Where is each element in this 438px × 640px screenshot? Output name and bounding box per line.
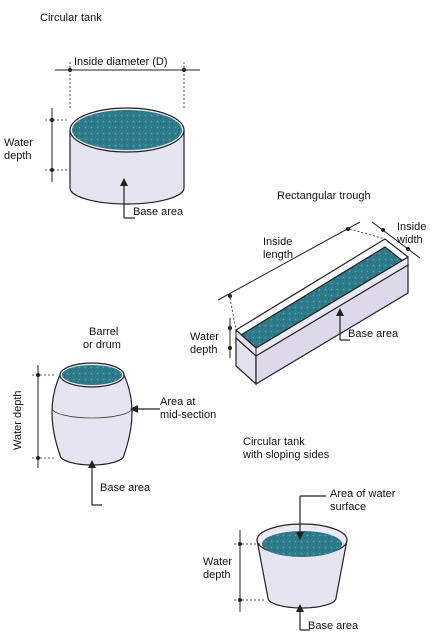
- trough-length-label-2: length: [263, 249, 293, 261]
- sloping-tank-figure: [234, 495, 348, 631]
- barrel-water-surface: [62, 365, 122, 385]
- sloping-tank-title-2: with sloping sides: [243, 449, 330, 461]
- sloping-tank-water-surface: [262, 531, 342, 557]
- barrel-base-label: Base area: [100, 482, 151, 494]
- barrel-depth-label: Water depth: [12, 390, 24, 450]
- circular-tank-figure: [45, 62, 200, 219]
- trough-figure: [217, 221, 421, 386]
- circular-tank-base-label: Base area: [133, 206, 184, 218]
- trough-base-label: Base area: [348, 328, 399, 340]
- trough-title: Rectangular trough: [277, 190, 371, 202]
- surface-label-1: Area of water: [330, 488, 396, 500]
- barrel-title-1: Barrel: [89, 326, 119, 338]
- circular-tank-water-surface: [72, 110, 182, 150]
- trough-length-label-1: Inside: [263, 236, 293, 248]
- sloping-tank-depth-label-2: depth: [203, 569, 231, 581]
- circular-tank-depth-label-1: Water: [4, 137, 33, 149]
- circular-tank-title: Circular tank: [40, 12, 102, 24]
- sloping-tank-base-label: Base area: [308, 620, 359, 632]
- barrel-mid-label-2: mid-section: [160, 409, 217, 421]
- trough-depth-label-2: depth: [190, 344, 218, 356]
- barrel-title-2: or drum: [83, 339, 121, 351]
- barrel-figure: [32, 362, 160, 506]
- circular-tank-depth-label-2: depth: [4, 150, 32, 162]
- trough-length-line: [217, 221, 361, 301]
- trough-depth-label-1: Water: [190, 331, 219, 343]
- sloping-tank-depth-label-1: Water: [203, 556, 232, 568]
- sloping-tank-title-1: Circular tank: [243, 436, 305, 448]
- barrel-mid-label-1: Area at: [160, 396, 196, 408]
- trough-width-label-2: width: [397, 234, 423, 246]
- diameter-label: Inside diameter (D): [72, 56, 170, 69]
- trough-width-label-1: Inside: [397, 221, 427, 233]
- surface-label-2: surface: [330, 501, 367, 513]
- trough-width-line: [371, 221, 421, 259]
